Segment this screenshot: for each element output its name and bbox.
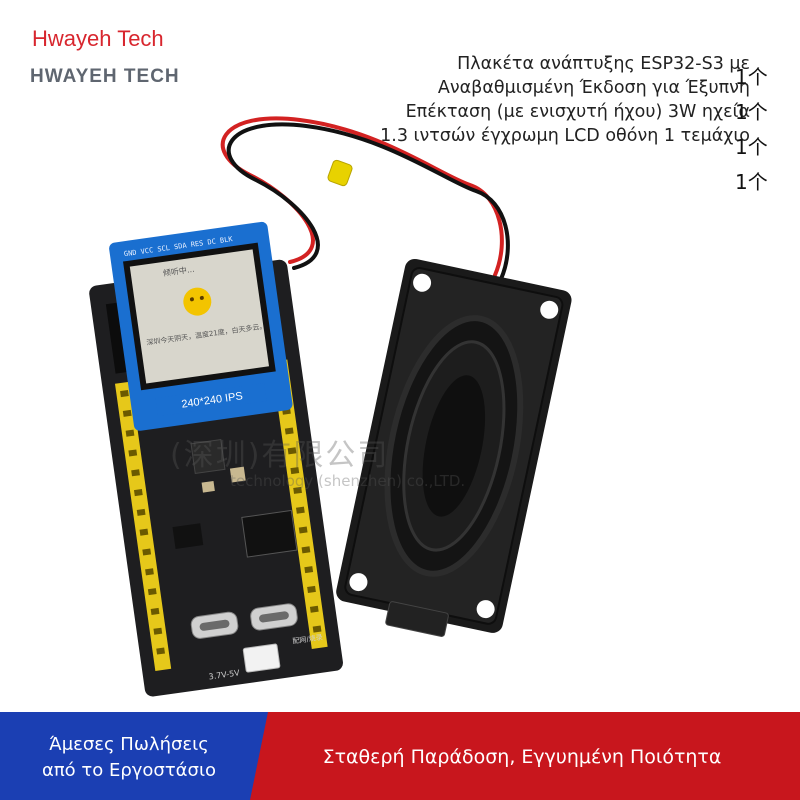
bottom-banner: Άμεσες Πωλήσεις από το Εργοστάσιο Σταθερ… <box>0 712 800 800</box>
emoji-face-icon <box>183 287 212 316</box>
title-line: Πλακέτα ανάπτυξης ESP32-S3 με <box>457 54 750 74</box>
quantity-label: 1个 <box>735 135 768 159</box>
quantity-column: 1个 1个 1个 1个 <box>735 60 768 200</box>
quantity-label: 1个 <box>735 170 768 194</box>
speaker <box>336 258 572 637</box>
product-photo: 3.7V-5V 配网/烧录 GND VCC SCL SDA RES DC BLK… <box>89 116 572 697</box>
banner-left-line: Άμεσες Πωλήσεις <box>49 734 209 755</box>
brand-name: Hwayeh Tech <box>32 26 164 51</box>
brand-name-caps: HWAYEH TECH <box>30 66 180 87</box>
banner-right-text: Σταθερή Παράδοση, Εγγυημένη Ποιότητα <box>322 746 722 768</box>
screen-header: 倾听中... <box>162 264 195 278</box>
speaker-wire <box>220 116 510 281</box>
banner-right <box>250 712 800 800</box>
title-line: Επέκταση (με ενισχυτή ήχου) 3W ηχεία <box>405 102 750 122</box>
watermark-en: technology (shenzhen) co.,LTD. <box>230 472 466 490</box>
watermark-cn: (深圳)有限公司 <box>170 438 390 473</box>
banner-left <box>0 712 268 800</box>
quantity-label: 1个 <box>735 100 768 124</box>
title-line: 1.3 ιντσών έγχρωμη LCD οθόνη 1 τεμάχιο <box>380 126 750 146</box>
product-title: Πλακέτα ανάπτυξης ESP32-S3 με Αναβαθμισμ… <box>380 52 750 148</box>
watermark: (深圳)有限公司 technology (shenzhen) co.,LTD. <box>170 430 590 490</box>
banner-left-line: από το Εργοστάσιο <box>41 760 217 781</box>
quantity-label: 1个 <box>735 65 768 89</box>
banner-left-text: Άμεσες Πωλήσεις από το Εργοστάσιο <box>0 732 258 784</box>
jack-label-right: 配网/烧录 <box>292 632 323 645</box>
power-label: 3.7V-5V <box>208 668 241 681</box>
esp32-board: 3.7V-5V 配网/烧录 GND VCC SCL SDA RES DC BLK… <box>89 221 343 697</box>
title-line: Αναβαθμισμένη Έκδοση για Έξυπνη <box>437 78 750 98</box>
